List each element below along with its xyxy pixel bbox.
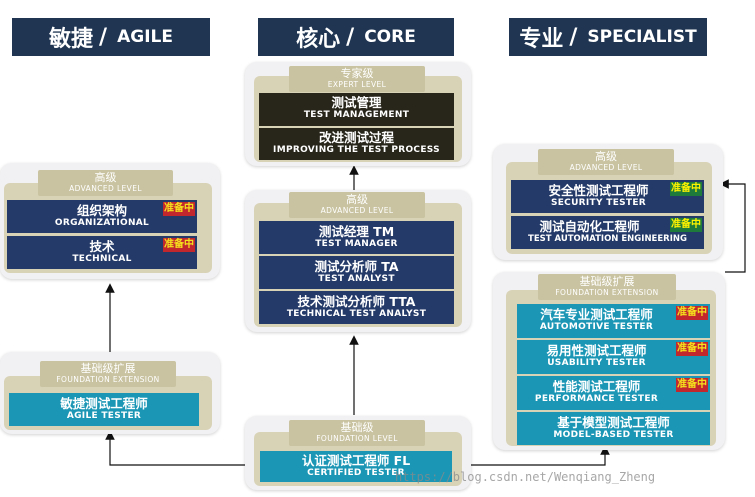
agile-header: 敏捷 / AGILE: [12, 18, 210, 56]
specialist-header-sep: /: [569, 24, 578, 50]
item-en: TECHNICAL: [72, 254, 132, 264]
item-en: MODEL-BASED TESTER: [553, 430, 674, 440]
agile-advanced-tab-cn: 高级: [94, 171, 117, 184]
agile-advanced-tab-en: ADVANCED LEVEL: [69, 184, 142, 193]
item-cn: 性能测试工程师: [552, 379, 641, 394]
item-en: USABILITY TESTER: [547, 358, 646, 368]
status-badge: 准备中: [163, 238, 195, 252]
specialist-foundation-ext-item-0: 汽车专业测试工程师 AUTOMOTIVE TESTER 准备中: [517, 304, 710, 338]
item-en: TECHNICAL TEST ANALYST: [286, 309, 427, 319]
specialist-foundation-ext-tab-en: FOUNDATION EXTENSION: [555, 288, 659, 297]
core-expert-tab-cn: 专家级: [340, 67, 374, 80]
agile-advanced-tab: 高级 ADVANCED LEVEL: [38, 170, 173, 196]
specialist-foundation-ext-tab-cn: 基础级扩展: [579, 275, 635, 288]
core-expert-item-0: 测试管理 TEST MANAGEMENT: [259, 93, 454, 126]
core-foundation-tab: 基础级 FOUNDATION LEVEL: [289, 420, 425, 446]
core-advanced-item-1: 测试分析师 TA TEST ANALYST: [259, 256, 454, 289]
specialist-foundation-ext-tab: 基础级扩展 FOUNDATION EXTENSION: [538, 274, 676, 300]
core-advanced-tab-cn: 高级: [346, 193, 368, 206]
specialist-header-en: SPECIALIST: [587, 27, 697, 47]
item-en: TEST AUTOMATION ENGINEERING: [528, 234, 687, 244]
core-foundation-tab-cn: 基础级: [340, 421, 374, 434]
status-badge: 准备中: [676, 342, 708, 356]
item-en: CERTIFIED TESTER: [307, 468, 405, 478]
item-cn: 改进测试过程: [318, 130, 394, 145]
item-cn: 认证测试工程师 FL: [301, 453, 411, 468]
item-cn: 敏捷测试工程师: [60, 396, 148, 411]
item-en: TEST ANALYST: [318, 274, 395, 284]
status-badge: 准备中: [670, 218, 702, 232]
core-advanced-tab: 高级 ADVANCED LEVEL: [289, 192, 425, 218]
core-foundation-tab-en: FOUNDATION LEVEL: [316, 434, 398, 443]
item-cn: 测试分析师 TA: [314, 259, 399, 274]
core-advanced-item-2: 技术测试分析师 TTA TECHNICAL TEST ANALYST: [259, 291, 454, 324]
item-en: PERFORMANCE TESTER: [534, 394, 659, 404]
agile-foundation-ext-tab: 基础级扩展 FOUNDATION EXTENSION: [40, 361, 176, 387]
agile-header-cn: 敏捷: [49, 27, 94, 52]
specialist-header-cn: 专业: [519, 27, 564, 52]
arrow-specialist-ext-to-advanced: [719, 179, 746, 273]
item-en: TEST MANAGEMENT: [303, 110, 410, 120]
item-cn: 组织架构: [76, 203, 127, 218]
agile-advanced-item-0: 组织架构 ORGANIZATIONAL 准备中: [7, 200, 197, 233]
item-en: AUTOMOTIVE TESTER: [539, 322, 654, 332]
core-expert-tab-en: EXPERT LEVEL: [327, 80, 387, 89]
agile-foundation-ext-item-0: 敏捷测试工程师 AGILE TESTER: [9, 393, 199, 426]
core-foundation-item-0: 认证测试工程师 FL CERTIFIED TESTER: [260, 451, 452, 482]
core-advanced-item-0: 测试经理 TM TEST MANAGER: [259, 221, 454, 254]
core-header-en: CORE: [364, 27, 416, 47]
status-badge: 准备中: [676, 378, 708, 392]
specialist-foundation-ext-item-1: 易用性测试工程师 USABILITY TESTER 准备中: [517, 340, 710, 374]
item-cn: 安全性测试工程师: [548, 183, 649, 198]
item-cn: 基于模型测试工程师: [557, 415, 670, 430]
status-badge: 准备中: [676, 306, 708, 320]
item-cn: 汽车专业测试工程师: [540, 307, 653, 322]
agile-foundation-ext-tab-en: FOUNDATION EXTENSION: [56, 375, 160, 384]
item-en: IMPROVING THE TEST PROCESS: [273, 145, 440, 155]
specialist-advanced-tab-en: ADVANCED LEVEL: [569, 163, 643, 172]
item-cn: 技术: [89, 239, 115, 254]
item-cn: 测试经理 TM: [318, 224, 395, 239]
arrow-foundation-to-agile: [105, 430, 248, 466]
specialist-advanced-tab-cn: 高级: [595, 150, 617, 163]
item-cn: 测试管理: [331, 95, 382, 110]
arrow-foundation-to-specialist: [458, 445, 610, 466]
specialist-advanced-tab: 高级 ADVANCED LEVEL: [538, 149, 674, 175]
agile-header-en: AGILE: [117, 27, 173, 47]
item-en: ORGANIZATIONAL: [54, 218, 150, 228]
agile-advanced-item-1: 技术 TECHNICAL 准备中: [7, 236, 197, 269]
item-en: TEST MANAGER: [315, 239, 398, 249]
item-en: SECURITY TESTER: [550, 198, 647, 208]
specialist-foundation-ext-item-2: 性能测试工程师 PERFORMANCE TESTER 准备中: [517, 376, 710, 410]
item-cn: 测试自动化工程师: [539, 219, 640, 234]
status-badge: 准备中: [670, 182, 702, 196]
item-cn: 技术测试分析师 TTA: [297, 294, 416, 309]
specialist-advanced-item-0: 安全性测试工程师 SECURITY TESTER 准备中: [511, 180, 704, 213]
core-advanced-tab-en: ADVANCED LEVEL: [320, 206, 394, 215]
core-header-sep: /: [346, 24, 355, 50]
item-cn: 易用性测试工程师: [546, 343, 647, 358]
core-expert-item-1: 改进测试过程 IMPROVING THE TEST PROCESS: [259, 128, 454, 160]
specialist-advanced-item-1: 测试自动化工程师 TEST AUTOMATION ENGINEERING 准备中: [511, 216, 704, 249]
status-badge: 准备中: [163, 202, 195, 216]
watermark-text: https://blog.csdn.net/Wenqiang_Zheng: [395, 470, 656, 484]
specialist-header: 专业 / SPECIALIST: [509, 18, 707, 56]
core-header-cn: 核心: [296, 27, 341, 52]
agile-header-sep: /: [99, 24, 108, 50]
agile-foundation-ext-tab-cn: 基础级扩展: [80, 362, 136, 375]
item-en: AGILE TESTER: [66, 411, 142, 421]
specialist-foundation-ext-item-3: 基于模型测试工程师 MODEL-BASED TESTER: [517, 412, 710, 445]
core-header: 核心 / CORE: [258, 18, 454, 56]
core-expert-tab: 专家级 EXPERT LEVEL: [289, 66, 425, 92]
